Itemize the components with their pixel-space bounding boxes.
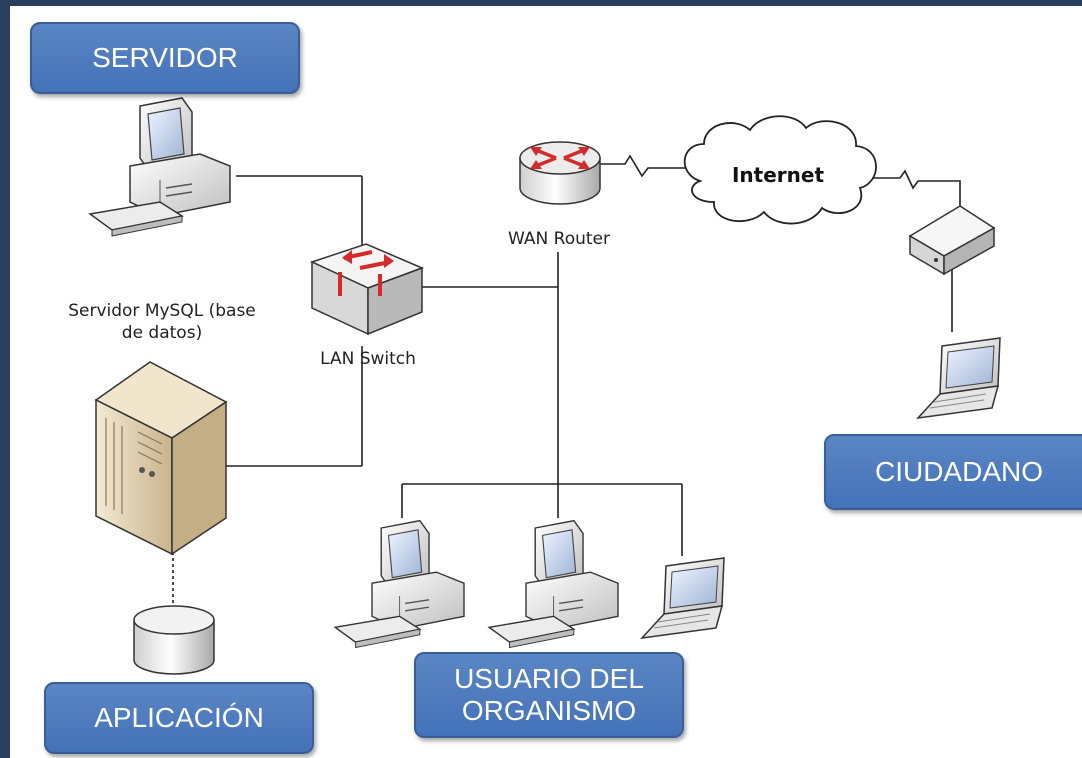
ciudadano-box: CIUDADANO [824, 434, 1082, 510]
internet-cloud-icon: Internet [683, 115, 877, 225]
usuario-line2: ORGANISMO [461, 695, 637, 726]
user-laptop-icon [641, 557, 725, 639]
wan-router-icon [519, 141, 601, 205]
server-desktop-computer-icon [89, 97, 231, 237]
usuario-line1: USUARIO DEL [454, 662, 644, 694]
modem-icon [908, 205, 996, 276]
internet-label: Internet [732, 163, 824, 187]
wan-router-label: WAN Router [508, 229, 610, 249]
lan-switch-icon [309, 243, 425, 336]
connection-lines [172, 154, 961, 604]
user-desktop-computer-icon [334, 519, 465, 649]
diagram-svg: Internet [89, 97, 1001, 675]
lan-switch-label: LAN Switch [320, 349, 416, 369]
mysql-label-line2: de datos) [121, 323, 203, 344]
tower-server-icon [94, 361, 228, 556]
aplicacion-box: APLICACIÓN [44, 682, 314, 754]
mysql-server-label: Servidor MySQL (base de datos) [32, 300, 292, 344]
servidor-box: SERVIDOR [30, 22, 300, 94]
network-diagram: Internet Servidor MySQL (base de datos) … [10, 6, 1082, 758]
usuario-organismo-box: USUARIO DEL ORGANISMO [414, 652, 684, 738]
citizen-laptop-icon [917, 337, 1001, 419]
user-desktop-computer-icon [488, 519, 619, 649]
database-cylinder-icon [133, 605, 215, 675]
mysql-label-line1: Servidor MySQL (base [68, 301, 256, 321]
